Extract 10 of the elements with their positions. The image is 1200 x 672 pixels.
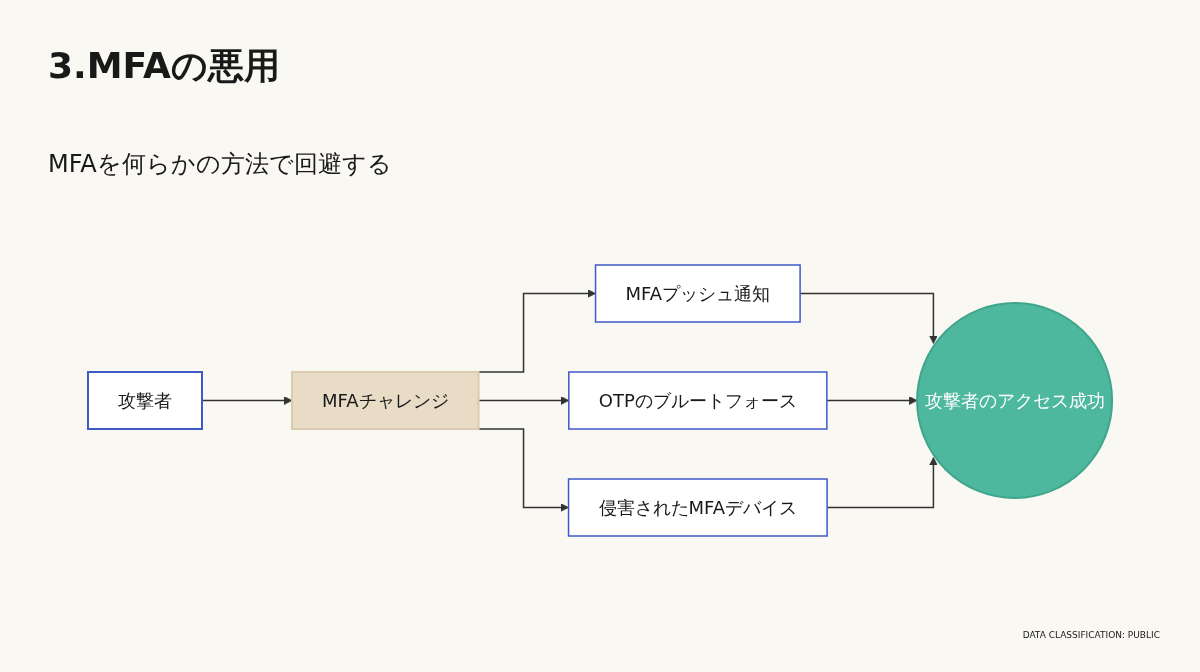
node-box: 侵害されたMFAデバイス bbox=[567, 477, 828, 537]
node-circle: 攻撃者のアクセス成功 bbox=[916, 301, 1114, 499]
node-box: OTPのブルートフォース bbox=[568, 370, 828, 430]
footer-note: DATA CLASSIFICATION: PUBLIC bbox=[1022, 630, 1160, 640]
node-box: 攻撃者 bbox=[86, 370, 203, 430]
node-box: MFAプッシュ通知 bbox=[594, 263, 801, 323]
arrow bbox=[826, 395, 918, 405]
subtitle: MFAを何らかの方法で回避する bbox=[48, 149, 392, 180]
title: 3.MFAの悪用 bbox=[48, 44, 280, 88]
node-box: MFAチャレンジ bbox=[290, 370, 480, 430]
